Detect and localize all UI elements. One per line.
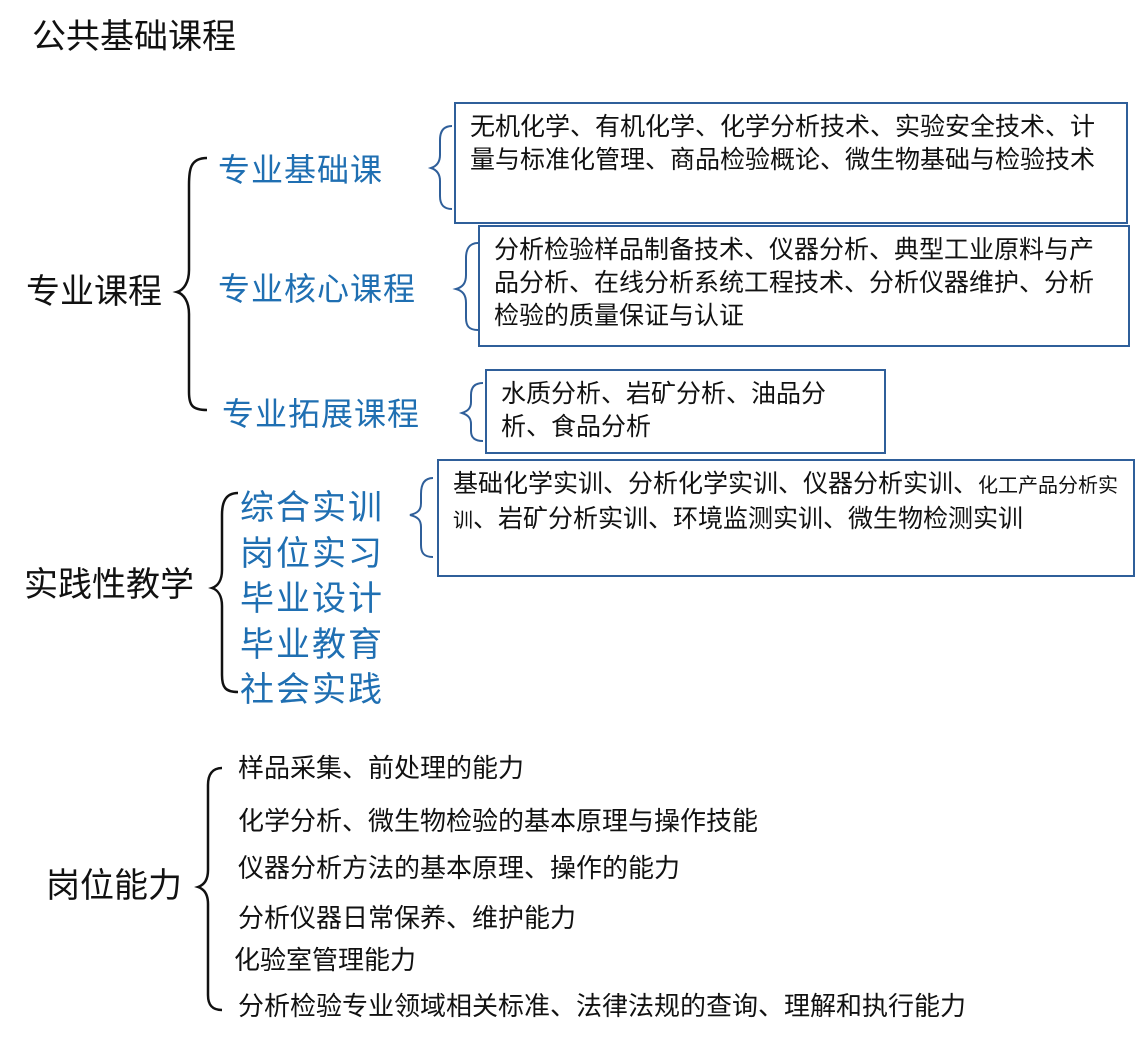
major-core-label: 专业核心课程: [218, 270, 417, 308]
practice-box: 基础化学实训、分析化学实训、仪器分析实训、化工产品分析实训、岩矿分析实训、环境监…: [437, 459, 1135, 577]
major-extend-box: 水质分析、岩矿分析、油品分析、食品分析: [485, 369, 886, 454]
practice-content-part1: 基础化学实训、分析化学实训、仪器分析实训、: [453, 469, 979, 498]
major-extend-label: 专业拓展课程: [222, 395, 421, 433]
extend-brace: [458, 382, 484, 442]
major-basic-content: 无机化学、有机化学、化学分析技术、实验安全技术、计量与标准化管理、商品检验概论、…: [470, 112, 1096, 174]
major-basic-box: 无机化学、有机化学、化学分析技术、实验安全技术、计量与标准化管理、商品检验概论、…: [454, 102, 1128, 224]
major-brace: [172, 156, 208, 412]
practice-item: 岗位实习: [240, 533, 384, 574]
core-brace: [452, 242, 479, 331]
practice-content-small: 化工产品分析实训: [453, 473, 1119, 532]
practice-item: 综合实训: [240, 488, 384, 528]
ability-item: 分析仪器日常保养、维护能力: [238, 904, 577, 934]
ability-brace: [194, 766, 223, 1012]
major-core-content: 分析检验样品制备技术、仪器分析、典型工业原料与产品分析、在线分析系统工程技术、分…: [494, 235, 1095, 330]
major-basic-label: 专业基础课: [218, 151, 384, 189]
practice-box-brace: [409, 477, 434, 558]
major-courses-label: 专业课程: [26, 272, 162, 312]
major-core-box: 分析检验样品制备技术、仪器分析、典型工业原料与产品分析、在线分析系统工程技术、分…: [478, 225, 1130, 347]
practice-item: 毕业设计: [240, 579, 384, 619]
major-extend-content: 水质分析、岩矿分析、油品分析、食品分析: [501, 379, 827, 441]
practice-content-part3: 、岩矿分析实训、环境监测实训、微生物检测实训: [473, 504, 1024, 533]
ability-label: 岗位能力: [46, 866, 182, 906]
ability-item: 化学分析、微生物检验的基本原理与操作技能: [238, 807, 759, 837]
ability-item: 仪器分析方法的基本原理、操作的能力: [238, 854, 681, 884]
ability-item: 分析检验专业领域相关标准、法律法规的查询、理解和执行能力: [238, 992, 967, 1022]
page-title: 公共基础课程: [32, 17, 236, 57]
ability-item: 化验室管理能力: [234, 946, 417, 976]
practice-label: 实践性教学: [24, 565, 194, 605]
practice-item: 毕业教育: [240, 624, 384, 665]
ability-item: 样品采集、前处理的能力: [238, 754, 525, 784]
practice-items: 综合实训 岗位实习 毕业设计 毕业教育 社会实践: [240, 486, 384, 714]
practice-brace: [208, 491, 239, 694]
practice-item: 社会实践: [240, 670, 384, 710]
basic-brace: [427, 125, 453, 210]
